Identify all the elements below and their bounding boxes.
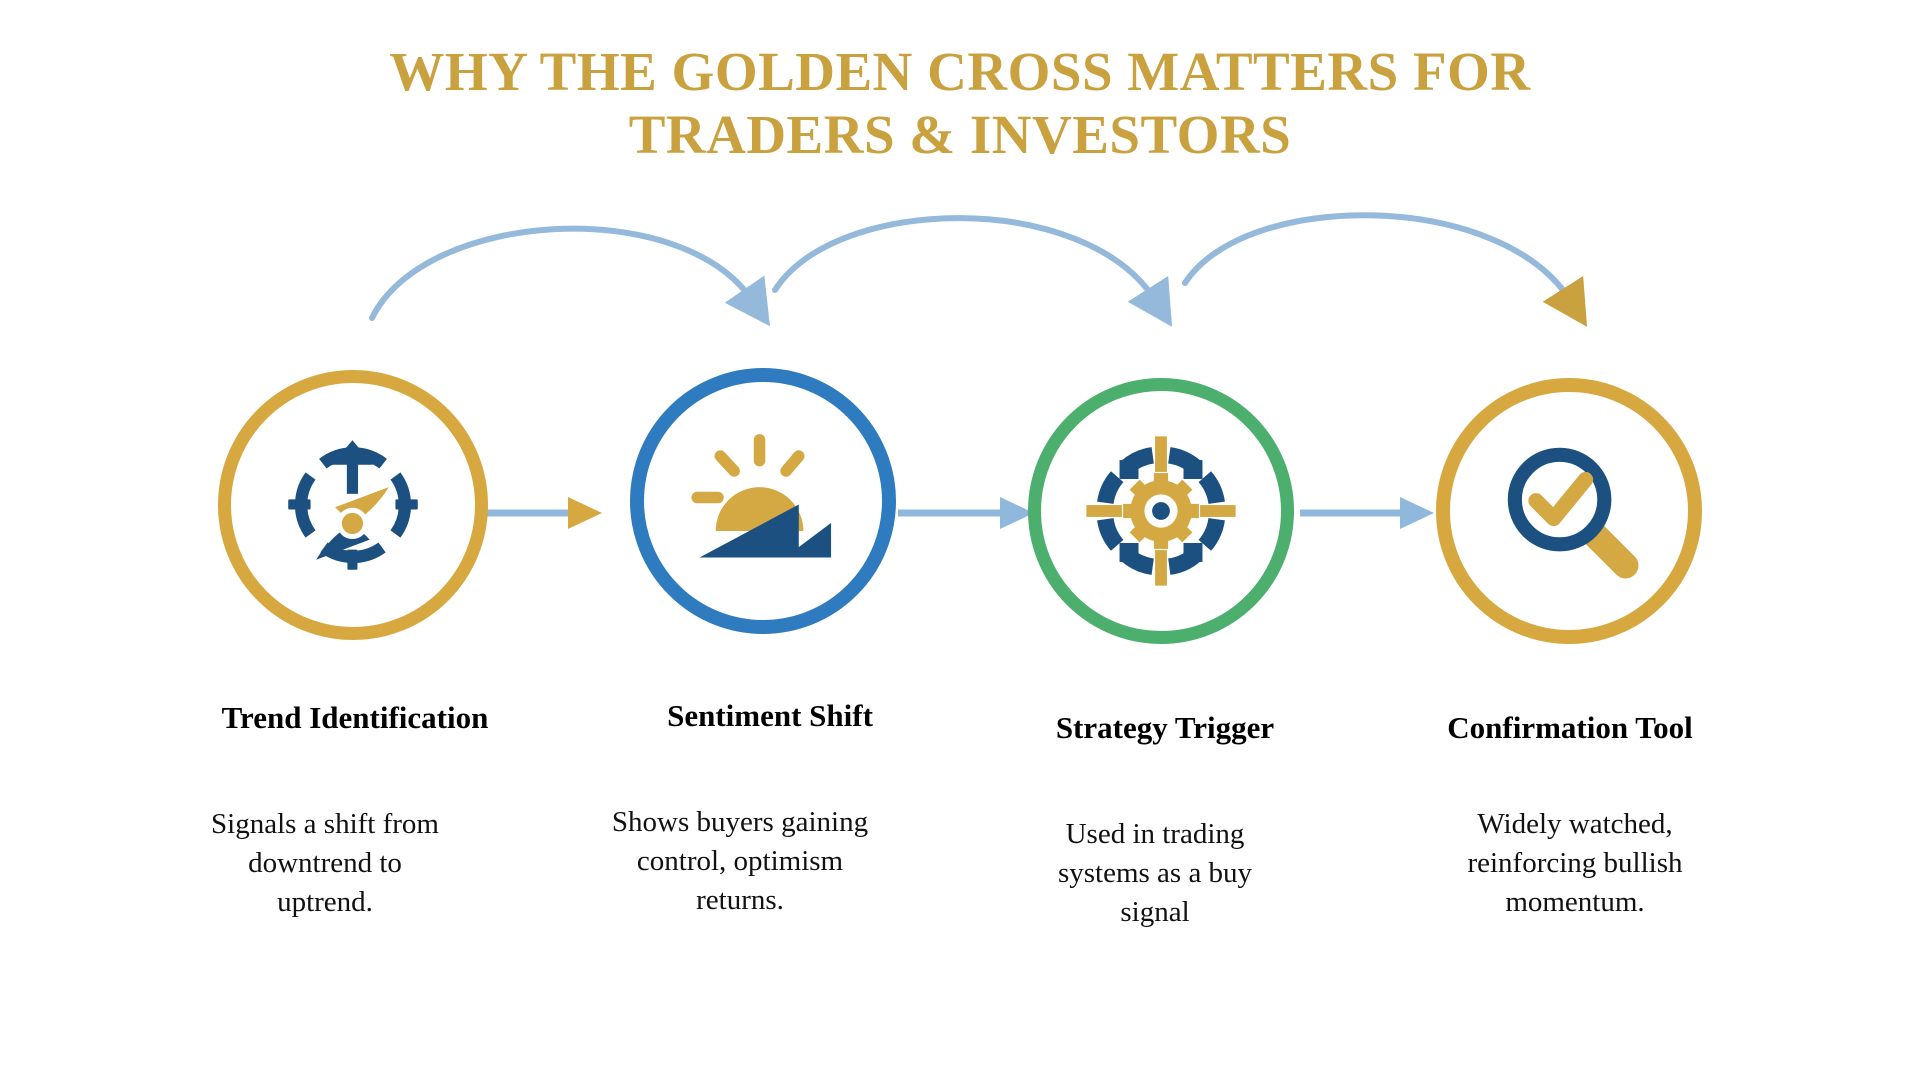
step-body-2: Shows buyers gaining control, optimism r…: [570, 803, 910, 920]
step-body-1-line-3: uptrend.: [277, 886, 373, 919]
step-body-2-line-3: returns.: [696, 884, 784, 917]
sunrise-icon: [688, 426, 838, 576]
step-node-strategy-trigger[interactable]: [1028, 378, 1294, 644]
gear-target-icon: [1084, 434, 1238, 588]
step-body-4-line-1: Widely watched,: [1477, 808, 1673, 840]
step-node-sentiment-shift[interactable]: [630, 368, 896, 634]
step-body-3-line-3: signal: [1120, 896, 1190, 929]
step-body-4-line-3: momentum.: [1505, 886, 1645, 919]
step-body-1: Signals a shift from downtrend to uptren…: [165, 805, 485, 922]
step-body-3-line-1: Used in trading: [1065, 818, 1245, 850]
step-body-1-line-1: Signals a shift from: [211, 808, 439, 840]
step-body-2-line-1: Shows buyers gaining: [611, 806, 869, 838]
page-title-line-2: TRADERS & INVESTORS: [628, 104, 1292, 166]
page-title: WHY THE GOLDEN CROSS MATTERS FOR TRADERS…: [0, 40, 1920, 167]
step-node-confirmation-tool[interactable]: [1436, 378, 1702, 644]
step-node-trend-identification[interactable]: [218, 370, 488, 640]
step-body-2-line-2: control, optimism: [636, 845, 844, 878]
step-body-1-line-2: downtrend to: [248, 847, 402, 880]
step-label-4: Confirmation Tool: [1447, 710, 1693, 745]
step-body-4: Widely watched, reinforcing bullish mome…: [1410, 805, 1740, 922]
step-body-4-line-2: reinforcing bullish: [1467, 847, 1683, 880]
step-body-3: Used in trading systems as a buy signal: [1000, 815, 1310, 932]
step-label-3: Strategy Trigger: [1055, 710, 1275, 745]
step-label-1: Trend Identification: [221, 700, 489, 735]
step-label-2: Sentiment Shift: [667, 698, 873, 733]
compass-icon: [286, 438, 420, 572]
magnifier-check-icon: [1496, 436, 1642, 582]
step-body-3-line-2: systems as a buy: [1057, 857, 1253, 890]
page-title-line-1: WHY THE GOLDEN CROSS MATTERS FOR: [389, 41, 1531, 102]
